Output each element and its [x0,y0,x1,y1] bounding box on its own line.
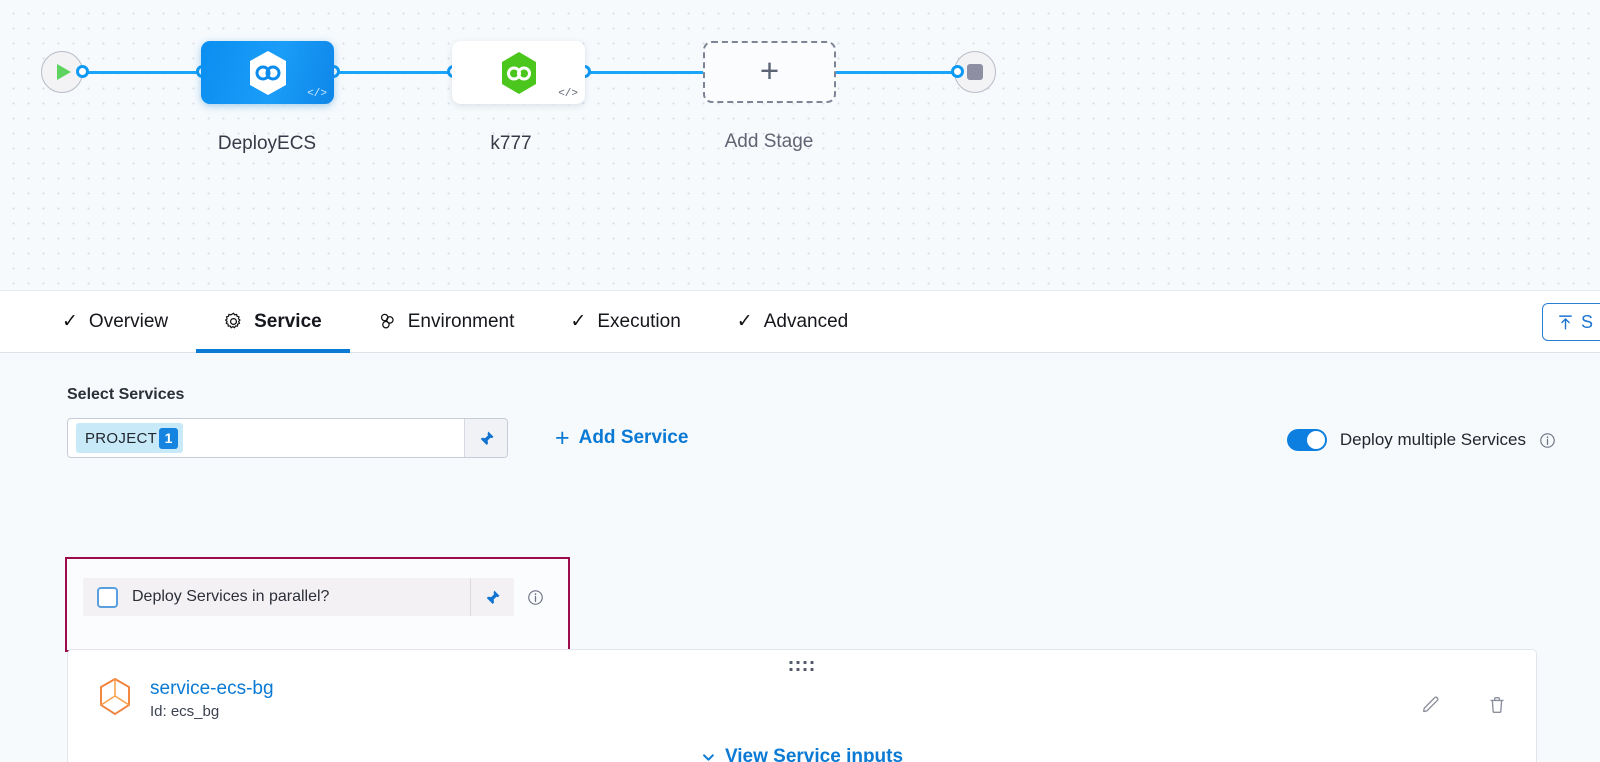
drag-dot [810,668,814,671]
stage-tab-bar: ✓ Overview Service Environment ✓ Executi… [0,291,1600,353]
gear-icon [225,312,241,329]
drag-dot [789,668,793,671]
code-view-icon[interactable]: </> [307,88,327,100]
tab-advanced[interactable]: ✓ Advanced [709,291,876,352]
service-id: Id: ecs_bg [150,702,220,720]
pin-icon [479,431,493,446]
select-services-title: Select Services [67,386,185,403]
add-stage-label: Add Stage [724,131,814,152]
deploy-in-parallel-field[interactable]: Deploy Services in parallel? [83,578,471,616]
stage-label-k777: k777 [490,133,532,154]
pipeline-canvas[interactable]: </> DeployECS </> k777 + Add Stage [0,0,1600,291]
stage-label-deployecs: DeployECS [217,133,317,154]
view-service-inputs-button[interactable]: View Service inputs [701,746,903,762]
services-input-pin-button[interactable] [464,419,507,457]
view-service-inputs-label: View Service inputs [724,746,904,762]
pin-icon [486,590,500,605]
add-service-label: Add Service [578,427,689,448]
deploy-in-parallel-highlight: Deploy Services in parallel? [65,557,570,652]
stage-node-deployecs[interactable]: </> [201,41,334,104]
drag-dot [803,661,807,664]
tab-service[interactable]: Service [196,291,350,353]
deploy-in-parallel-pin-button[interactable] [471,578,514,616]
drag-handle-icon[interactable] [789,661,815,672]
wire-start-to-deployecs [80,71,210,74]
drag-dot [810,661,814,664]
add-service-button[interactable]: + Add Service [555,424,689,452]
pipeline-end-node[interactable] [954,51,996,93]
save-as-template-label: S [1580,311,1593,332]
port-end-in[interactable] [951,65,964,78]
toggle-knob [1306,431,1325,449]
check-icon: ✓ [736,311,753,332]
service-configuration-panel: Select Services PROJECT 1 + Add Service [0,353,1600,762]
project-scope-chip[interactable]: PROJECT 1 [76,423,184,453]
tab-execution-label: Execution [597,310,681,332]
service-name-link[interactable]: service-ecs-bg [150,678,274,699]
add-stage-button[interactable]: + [703,41,836,103]
check-icon: ✓ [62,311,78,332]
service-identity: service-ecs-bg Id: ecs_bg [97,677,274,720]
drag-dot [789,661,793,664]
save-template-icon [1559,314,1572,330]
wire-k777-to-addstage [580,71,710,74]
stage-node-k777[interactable]: </> [452,41,585,104]
save-as-template-button[interactable]: S [1541,303,1600,341]
service-texts: service-ecs-bg Id: ecs_bg [150,677,274,720]
deploy-multiple-services-toggle[interactable] [1286,429,1327,451]
drag-dot [796,668,800,671]
code-view-icon[interactable]: </> [558,88,578,100]
services-row: PROJECT 1 + Add Service [0,418,1600,458]
deploy-in-parallel-row[interactable]: Deploy Services in parallel? [83,578,557,616]
info-icon[interactable] [1539,432,1556,449]
services-input-field[interactable]: PROJECT 1 [68,419,464,457]
tab-service-label: Service [254,310,322,332]
drag-dot [803,668,807,671]
port-start-out[interactable] [76,65,89,78]
trash-icon[interactable] [1486,694,1508,716]
cube-icon [100,677,130,716]
wire-deployecs-to-k777 [330,71,460,74]
chevron-down-icon [703,753,714,761]
deploy-multiple-services-toggle-group[interactable]: Deploy multiple Services [1286,429,1556,451]
tab-overview[interactable]: ✓ Overview [34,291,196,352]
service-card[interactable]: service-ecs-bg Id: ecs_bg View Service i… [67,649,1537,762]
info-icon[interactable] [527,589,544,606]
deploy-in-parallel-checkbox[interactable] [97,586,118,608]
harness-hexagon-icon [249,50,286,95]
harness-hexagon-green-icon [501,51,536,94]
play-icon [57,64,71,80]
tab-overview-label: Overview [88,310,169,332]
environment-icon [380,313,394,329]
service-card-actions [1420,694,1508,716]
project-scope-chip-label: PROJECT [85,429,158,447]
plus-icon: + [555,424,570,452]
pencil-icon[interactable] [1420,694,1442,716]
tab-environment[interactable]: Environment [350,291,543,352]
deploy-multiple-services-label: Deploy multiple Services [1339,430,1526,449]
tab-execution[interactable]: ✓ Execution [542,291,708,352]
tab-advanced-label: Advanced [763,310,849,332]
stop-icon [967,64,983,80]
plus-icon: + [759,51,780,89]
project-scope-chip-count: 1 [159,427,179,449]
services-input[interactable]: PROJECT 1 [67,418,508,458]
deploy-in-parallel-label: Deploy Services in parallel? [132,588,330,605]
tab-environment-label: Environment [407,310,515,332]
deploy-in-parallel-info-slot[interactable] [514,589,557,606]
wire-addstage-to-end [828,71,963,74]
drag-dot [796,661,800,664]
check-icon: ✓ [570,311,587,332]
